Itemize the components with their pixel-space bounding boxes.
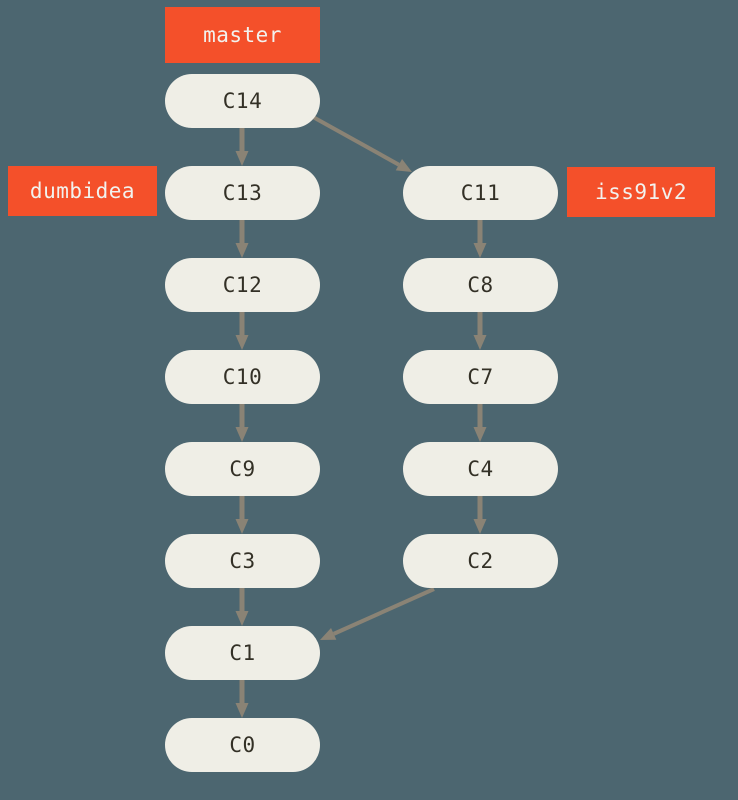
commit-node-label: C1 — [229, 641, 256, 665]
arrowhead-icon — [395, 159, 412, 172]
edge-c14-to-c13 — [235, 128, 249, 166]
commit-node-c2[interactable]: C2 — [403, 534, 558, 588]
branch-label-master[interactable]: master — [165, 7, 320, 63]
commit-node-label: C9 — [229, 457, 256, 481]
arrowhead-icon — [320, 627, 337, 640]
commit-node-label: C14 — [222, 89, 263, 113]
arrowhead-icon — [235, 611, 249, 626]
branch-label-iss91v2[interactable]: iss91v2 — [567, 167, 715, 217]
commit-node-label: C12 — [222, 273, 263, 297]
commit-node-label: C0 — [229, 733, 256, 757]
commit-node-c13[interactable]: C13 — [165, 166, 320, 220]
arrowhead-icon — [235, 519, 249, 534]
edge-c1-to-c0 — [235, 680, 249, 718]
edge-c3-to-c1 — [235, 588, 249, 626]
commit-node-label: C10 — [222, 365, 263, 389]
arrowhead-icon — [473, 335, 487, 350]
commit-node-c8[interactable]: C8 — [403, 258, 558, 312]
commit-node-c14[interactable]: C14 — [165, 74, 320, 128]
edge-c4-to-c2 — [473, 496, 487, 534]
commit-node-label: C4 — [467, 457, 494, 481]
edge-c8-to-c7 — [473, 312, 487, 350]
commit-node-label: C13 — [222, 181, 263, 205]
arrowhead-icon — [473, 243, 487, 258]
arrowhead-icon — [235, 703, 249, 718]
commit-node-c7[interactable]: C7 — [403, 350, 558, 404]
commit-node-c3[interactable]: C3 — [165, 534, 320, 588]
commit-node-label: C7 — [467, 365, 494, 389]
arrowhead-icon — [235, 151, 249, 166]
edge-c14-to-c11 — [312, 115, 412, 172]
arrowhead-icon — [235, 335, 249, 350]
commit-node-c12[interactable]: C12 — [165, 258, 320, 312]
branch-label-text: dumbidea — [29, 179, 136, 203]
branch-label-text: iss91v2 — [594, 180, 687, 204]
commit-node-c4[interactable]: C4 — [403, 442, 558, 496]
edge-c11-to-c8 — [473, 220, 487, 258]
commit-node-label: C3 — [229, 549, 256, 573]
edge-c12-to-c10 — [235, 312, 249, 350]
commit-node-label: C8 — [467, 273, 494, 297]
branch-label-dumbidea[interactable]: dumbidea — [8, 166, 157, 216]
commit-node-label: C11 — [460, 181, 501, 205]
arrowhead-icon — [235, 243, 249, 258]
edge-c13-to-c12 — [235, 220, 249, 258]
edge-c9-to-c3 — [235, 496, 249, 534]
commit-node-c1[interactable]: C1 — [165, 626, 320, 680]
arrowhead-icon — [473, 519, 487, 534]
commit-node-c0[interactable]: C0 — [165, 718, 320, 772]
edge-c2-to-c1 — [320, 587, 435, 640]
branch-label-text: master — [203, 23, 282, 47]
edge-c7-to-c4 — [473, 404, 487, 442]
commit-node-label: C2 — [467, 549, 494, 573]
arrowhead-icon — [473, 427, 487, 442]
commit-node-c10[interactable]: C10 — [165, 350, 320, 404]
commit-node-c11[interactable]: C11 — [403, 166, 558, 220]
edge-c10-to-c9 — [235, 404, 249, 442]
commit-node-c9[interactable]: C9 — [165, 442, 320, 496]
arrowhead-icon — [235, 427, 249, 442]
